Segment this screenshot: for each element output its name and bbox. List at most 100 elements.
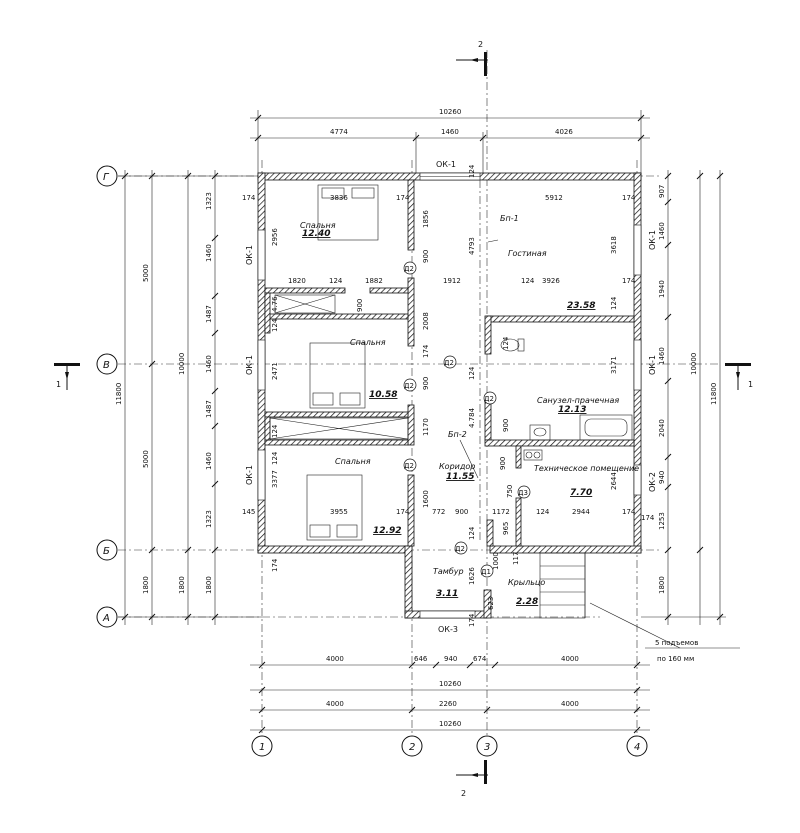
room-name: Санузел-прачечная [537,396,619,405]
svg-text:1626: 1626 [468,567,476,585]
svg-text:2644: 2644 [610,472,618,490]
sink-icon [529,424,551,441]
svg-text:4.784: 4.784 [468,407,476,428]
window-label-right-mid: ОК-1 [648,355,657,375]
axis-grid [118,50,720,735]
svg-text:900: 900 [455,508,468,516]
dim-right-mid: 10000 [690,353,698,375]
svg-text:174: 174 [468,613,476,627]
axis-label: 2 [409,742,415,753]
svg-text:900: 900 [422,377,430,390]
room-area: 12.13 [558,405,586,415]
dim-bottom-1: 4000 [326,655,344,663]
boiler-icon [523,449,543,461]
section-mark-bottom: 2 [456,760,488,798]
room-name: Крыльцо [508,578,545,587]
axis-label: 3 [484,742,490,753]
axis-marker-col-3: 3 [476,735,498,757]
room-bedroom-2: Спальня 10.58 [350,338,397,400]
dim-bottom-r2-2: 2260 [439,700,457,708]
svg-text:2944: 2944 [572,508,590,516]
dim-left-d5: 1487 [205,400,213,418]
dim-left-inner-2: 1800 [178,576,186,594]
window-label-top: ОК-1 [436,160,456,169]
room-area: 2.28 [516,597,538,607]
room-name: Спальня [350,338,386,347]
right-dimensions: 11800 10000 907 1460 1940 1460 2040 940 … [641,170,726,625]
room-porch: Крыльцо 2.28 [508,578,545,607]
svg-text:145: 145 [242,508,255,516]
room-name: Тамбур [433,567,464,576]
svg-text:900: 900 [499,457,507,470]
dim-right-d1: 907 [658,185,666,198]
svg-text:3377: 3377 [271,470,279,488]
axis-marker-col-1: 1 [251,735,273,757]
room-corridor: Коридор 11.55 [439,462,475,482]
dim-bottom-r2-3: 4000 [561,700,579,708]
interior-walls [264,179,635,547]
door-tag: Д3 [518,489,528,497]
annotation-line-1: 5 подъемов [655,639,698,647]
bottom-dimensions: 4000 646 940 674 4000 10260 4000 2260 40… [250,655,650,734]
section-label-top: 2 [478,40,483,49]
svg-text:4793: 4793 [468,237,476,255]
door-tag: Д1 [481,568,491,576]
svg-text:174: 174 [242,194,256,202]
dim-bottom-total2: 10260 [439,720,461,728]
dim-right-d7: 1253 [658,512,666,530]
dim-left-mid-1: 5000 [142,264,150,282]
svg-text:124: 124 [536,508,550,516]
dim-left-d8: 1800 [205,576,213,594]
room-name: Гостиная [508,249,547,258]
svg-text:750: 750 [506,485,514,498]
door-tag: Д2 [404,265,414,273]
window-label-bottom: ОК-3 [438,625,458,634]
svg-text:174: 174 [622,277,636,285]
dim-left-d3: 1487 [205,305,213,323]
svg-text:965: 965 [502,522,510,535]
window-label-right-lower: ОК-2 [648,472,657,492]
dim-top-left: 4774 [330,128,348,136]
dim-right-d8: 1800 [658,576,666,594]
room-name: Спальня [335,457,371,466]
svg-text:124: 124 [271,451,279,465]
door-tag: Д2 [444,359,454,367]
bed-icon [317,184,379,241]
dim-left-mid-2: 5000 [142,450,150,468]
axis-label: А [102,613,110,624]
axis-label: Б [103,546,110,557]
room-bedroom-1: Спальня 12.40 [300,221,336,239]
axis-label: 1 [259,742,265,753]
svg-text:124: 124 [271,318,279,332]
axis-marker-row-V: В [96,353,118,375]
room-name: Техническое помещение [534,464,639,473]
svg-text:174: 174 [396,508,410,516]
svg-text:900: 900 [502,419,510,432]
svg-text:174: 174 [271,558,279,572]
inner-dimensions: 174 3836 174 2956 1820 124 1882 4793 185… [242,164,655,627]
dim-left-d2: 1460 [205,244,213,262]
svg-text:1912: 1912 [443,277,461,285]
svg-text:3618: 3618 [610,236,618,254]
left-dimensions: 11800 5000 5000 1800 10000 1800 1323 146… [115,170,262,625]
axis-marker-col-4: 4 [626,735,648,757]
svg-text:2956: 2956 [271,228,279,246]
door-tag: Д2 [404,382,414,390]
svg-text:124: 124 [521,277,535,285]
porch-stairs [490,552,586,619]
dim-left-d6: 1460 [205,452,213,470]
svg-text:124: 124 [468,526,476,540]
windows: ОК-1 ОК-1 ОК-1 ОК-1 ОК-1 ОК-1 ОК-2 ОК-3 [245,160,657,634]
axis-marker-row-B: Б [96,539,118,561]
dim-left-d7: 1323 [205,510,213,528]
dim-right-d6: 940 [658,471,666,484]
room-area: 12.40 [302,229,330,239]
room-area: 7.70 [570,488,592,498]
beam-label-2: Бп-2 [448,430,467,439]
svg-text:3171: 3171 [610,356,618,374]
svg-text:124: 124 [468,366,476,380]
dim-right-d5: 2040 [658,419,666,437]
dim-right-d3: 1940 [658,280,666,298]
